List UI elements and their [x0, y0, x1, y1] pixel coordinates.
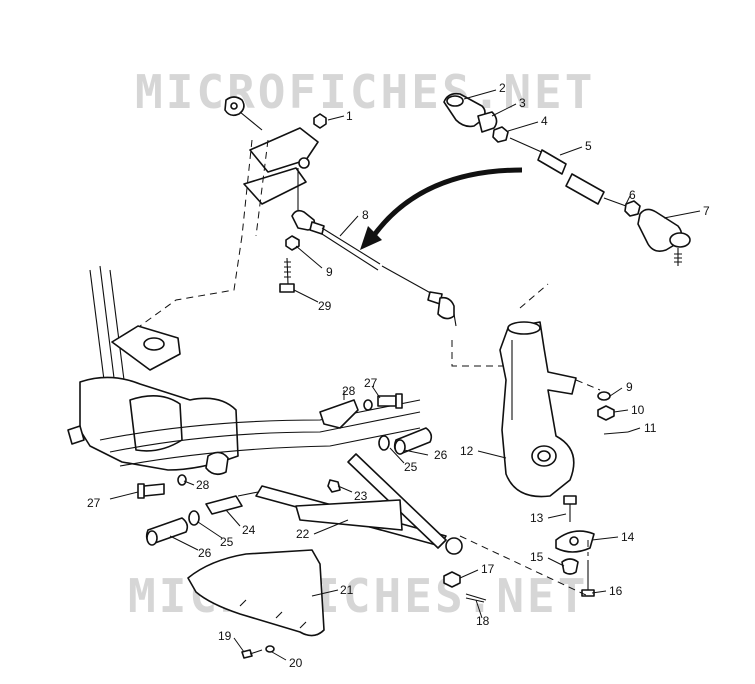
washer-25-lower	[188, 510, 200, 526]
tie-rod-end-left	[443, 92, 498, 133]
bushing-26-upper	[393, 427, 433, 455]
callout-20: 20	[289, 656, 303, 670]
callout-11: 11	[644, 421, 657, 435]
adjuster-tube-5	[509, 137, 627, 207]
grease-fitting-23	[327, 479, 341, 493]
watermark-top: MICROFICHES.NET	[135, 65, 595, 119]
callout-29: 29	[318, 299, 332, 313]
callout-27-upper: 27	[364, 376, 378, 390]
callout-19: 19	[218, 629, 232, 643]
callout-8: 8	[362, 208, 369, 222]
callout-10: 10	[631, 403, 645, 417]
callout-16: 16	[609, 584, 623, 598]
callout-9-upper: 9	[326, 265, 333, 279]
callout-13: 13	[530, 511, 544, 525]
jam-nut-4	[492, 126, 509, 143]
pivot-tube-24	[205, 491, 259, 515]
callout-1: 1	[346, 109, 353, 123]
washer-20	[265, 645, 275, 653]
callout-17: 17	[481, 562, 495, 576]
callout-24: 24	[242, 523, 256, 537]
callout-26-lower: 26	[198, 546, 212, 560]
callout-25-upper: 25	[404, 460, 418, 474]
callout-9-lower: 9	[626, 380, 633, 394]
skid-plate-21	[187, 549, 325, 637]
callout-12: 12	[460, 444, 474, 458]
washer-9-lower	[597, 391, 611, 401]
callout-23: 23	[354, 489, 368, 503]
callout-6: 6	[629, 188, 636, 202]
callout-5: 5	[585, 139, 592, 153]
steering-post	[224, 96, 319, 237]
screw-19	[241, 649, 263, 659]
callout-26-upper: 26	[434, 448, 448, 462]
leader-lines	[109, 89, 701, 661]
callout-15: 15	[530, 550, 544, 564]
a-arm-22	[255, 453, 463, 555]
ball-joint-plate-14	[555, 530, 595, 553]
cotter-pin-18	[465, 593, 487, 603]
bracket-28-upper	[319, 399, 373, 429]
callout-4: 4	[541, 114, 548, 128]
bolt-27-lower	[137, 483, 165, 499]
bolt-29	[279, 257, 295, 293]
nut-1	[313, 113, 327, 129]
bolt-27-upper	[377, 393, 403, 409]
bushing-26-lower	[145, 517, 189, 546]
nut-17	[443, 571, 461, 588]
callout-28-lower: 28	[196, 478, 210, 492]
callout-2: 2	[499, 81, 506, 95]
callout-25-lower: 25	[220, 535, 234, 549]
tie-rod-end-right	[637, 208, 691, 266]
callout-14: 14	[621, 530, 635, 544]
castle-nut-10	[597, 405, 615, 421]
callout-18: 18	[476, 614, 490, 628]
nut-9-upper	[285, 235, 300, 251]
frame	[67, 265, 421, 476]
callout-7: 7	[703, 204, 710, 218]
assembly-arrow	[360, 167, 523, 250]
callout-3: 3	[519, 96, 526, 110]
ball-joint-15	[561, 558, 579, 575]
cotter-pin-11	[603, 431, 629, 435]
washer-28-lower	[177, 474, 187, 486]
callout-28-upper: 28	[342, 384, 356, 398]
callout-27-lower: 27	[87, 496, 101, 510]
callout-22: 22	[296, 527, 310, 541]
washer-25-upper	[378, 435, 390, 451]
bolt-13	[563, 495, 577, 522]
tie-rod-8	[291, 209, 457, 327]
jam-nut-6	[624, 200, 641, 217]
callout-21: 21	[340, 583, 354, 597]
spindle-12	[499, 321, 577, 498]
